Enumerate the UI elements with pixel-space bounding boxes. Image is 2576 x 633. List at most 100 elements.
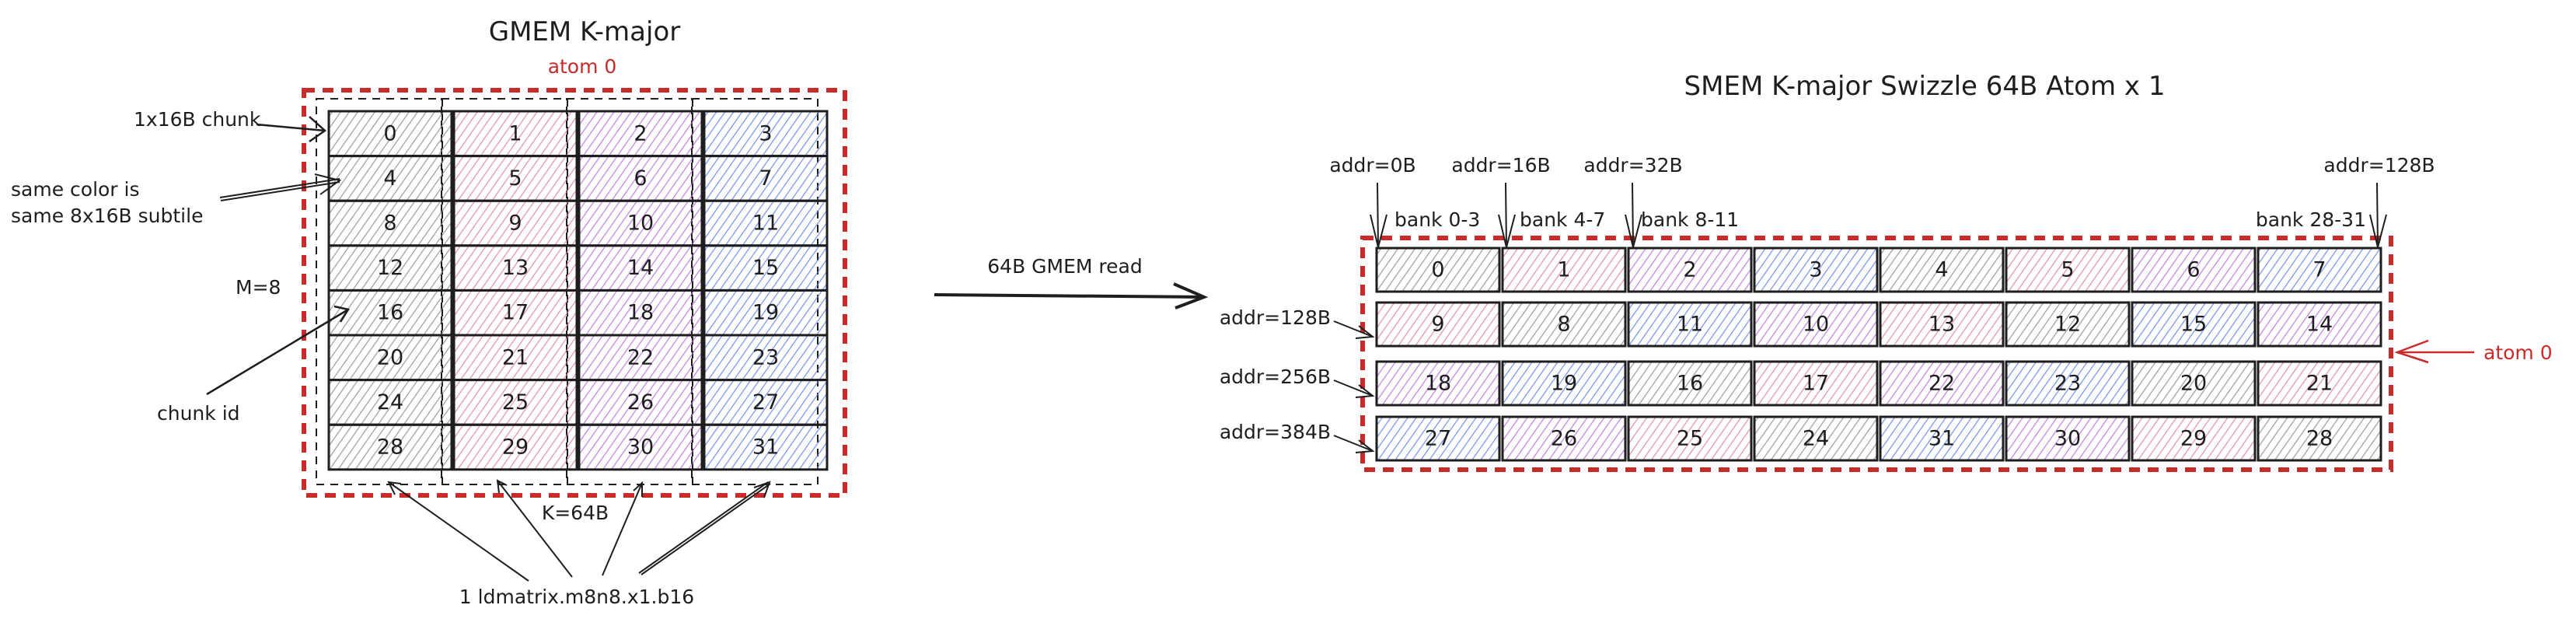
chunk-cell-blue-fill bbox=[2005, 360, 2131, 407]
chunk-id-label: 29 bbox=[502, 435, 529, 460]
chunk-cell-gray-fill bbox=[1879, 247, 2005, 293]
chunk-id-label: 10 bbox=[627, 212, 654, 236]
chunk-id-label: 25 bbox=[1677, 427, 1703, 451]
chunk-cell: 19 bbox=[703, 289, 829, 337]
chunk-id-label: 23 bbox=[2054, 372, 2081, 396]
chunk-id-label: 3 bbox=[1809, 258, 1822, 282]
chunk-cell-gray-fill bbox=[1501, 301, 1627, 348]
chunk-cell: 13 bbox=[1879, 301, 2005, 348]
chunk-id-label: 19 bbox=[752, 301, 779, 325]
chunk-cell: 15 bbox=[2131, 301, 2257, 348]
down-arrow-icon bbox=[1370, 182, 1387, 248]
chunk-cell: 6 bbox=[578, 155, 703, 202]
chunk-id-label: 23 bbox=[752, 345, 779, 369]
chunk-id-label: 14 bbox=[627, 256, 654, 280]
chunk-cell-gray-fill bbox=[2005, 301, 2131, 348]
chunk-cell: 13 bbox=[452, 244, 578, 292]
chunk-cell: 11 bbox=[1627, 301, 1753, 348]
chunk-cell-gray-fill bbox=[1375, 247, 1501, 293]
chunk-cell-blue-fill bbox=[703, 423, 829, 471]
chunk-id-label: 8 bbox=[383, 212, 396, 236]
chunk-id-label: 30 bbox=[627, 435, 654, 460]
chunk-cell-gray-fill bbox=[327, 199, 453, 247]
chunk-cell-pink-fill bbox=[2005, 247, 2131, 293]
chunk-cell: 25 bbox=[1627, 415, 1753, 462]
bank-label: bank 8-11 bbox=[1641, 208, 1739, 231]
chunk-id-label: 26 bbox=[1551, 427, 1577, 451]
chunk-id-label: 26 bbox=[627, 390, 654, 414]
chunk-cell-purple-fill bbox=[578, 199, 703, 247]
chunk-id-label: 19 bbox=[1551, 372, 1577, 396]
chunk-id-label: 31 bbox=[1929, 427, 1955, 451]
chunk-cell-pink-fill bbox=[1501, 247, 1627, 293]
chunk-cell-pink-fill bbox=[452, 199, 578, 247]
chunk-cell: 21 bbox=[452, 334, 578, 382]
chunk-id-label: 24 bbox=[377, 390, 403, 414]
chunk-cell-purple-fill bbox=[1879, 360, 2005, 407]
chunk-id-label: 13 bbox=[1929, 313, 1955, 337]
chunk-id-label: 12 bbox=[2054, 313, 2081, 337]
chunk-cell-gray-fill bbox=[2257, 415, 2382, 462]
chunk-cell-purple-fill bbox=[578, 110, 703, 158]
chunk-cell: 26 bbox=[578, 379, 703, 426]
chunk-cell: 9 bbox=[452, 199, 578, 247]
chunk-id-label: 4 bbox=[383, 166, 396, 191]
chunk-cell: 12 bbox=[2005, 301, 2131, 348]
chunk-id-label: 15 bbox=[2180, 313, 2207, 337]
chunk-cell: 19 bbox=[1501, 360, 1627, 407]
chunk-cell: 30 bbox=[2005, 415, 2131, 462]
chunk-cell: 3 bbox=[1753, 247, 1879, 293]
chunk-id-label: 12 bbox=[377, 256, 403, 280]
transfer-label: 64B GMEM read bbox=[987, 255, 1142, 278]
chunk-id-label: 10 bbox=[1803, 313, 1829, 337]
chunk-id-label: 0 bbox=[1431, 258, 1444, 282]
chunk-cell-pink-fill bbox=[1753, 360, 1879, 407]
chunk-cell: 10 bbox=[1753, 301, 1879, 348]
chunk-cell-purple-fill bbox=[1501, 415, 1627, 462]
chunk-cell: 5 bbox=[2005, 247, 2131, 293]
chunk-cell-gray-fill bbox=[327, 110, 453, 158]
chunk-id-label: 21 bbox=[2306, 372, 2333, 396]
chunk-cell-purple-fill bbox=[2005, 415, 2131, 462]
chunk-cell-gray-fill bbox=[2131, 360, 2257, 407]
chunk-cell-gray-fill bbox=[327, 334, 453, 382]
chunk-id-label: 18 bbox=[1425, 372, 1451, 396]
chunk-id-label: 18 bbox=[627, 301, 654, 325]
ldmatrix-label: 1 ldmatrix.m8n8.x1.b16 bbox=[459, 586, 694, 608]
gmem-atom-label: atom 0 bbox=[548, 55, 617, 78]
chunk-id-label: 27 bbox=[1425, 427, 1451, 451]
chunk-cell: 1 bbox=[1501, 247, 1627, 293]
chunk-cell: 2 bbox=[1627, 247, 1753, 293]
chunk-cell: 28 bbox=[2257, 415, 2382, 462]
chunk-cell-blue-fill bbox=[1627, 301, 1753, 348]
chunk-id-label: 16 bbox=[1677, 372, 1703, 396]
chunk-id-label: 22 bbox=[627, 345, 654, 369]
chunk-cell-pink-fill bbox=[1627, 415, 1753, 462]
chunk-cell-purple-fill bbox=[2257, 301, 2382, 348]
chunk-cell: 17 bbox=[1753, 360, 1879, 407]
chunk-cell-purple-fill bbox=[578, 423, 703, 471]
chunk-cell: 2 bbox=[578, 110, 703, 158]
chunk-cell: 17 bbox=[452, 289, 578, 337]
chunk-cell: 11 bbox=[703, 199, 829, 247]
chunk-cell: 3 bbox=[703, 110, 829, 158]
chunk-cell-purple-fill bbox=[578, 155, 703, 202]
smem-atom-arrow-icon bbox=[2394, 339, 2474, 364]
bank-label: bank 4-7 bbox=[1520, 208, 1605, 231]
chunk-cell-blue-fill bbox=[1501, 360, 1627, 407]
chunk-cell: 31 bbox=[1879, 415, 2005, 462]
chunk-cell-blue-fill bbox=[1879, 415, 2005, 462]
chunk-id-label: 6 bbox=[634, 166, 647, 191]
chunk-cell-gray-fill bbox=[327, 155, 453, 202]
chunk-cell: 14 bbox=[2257, 301, 2382, 348]
chunk-cell: 4 bbox=[327, 155, 453, 202]
top-address-label: addr=16B bbox=[1451, 154, 1550, 177]
chunk-cell-gray-fill bbox=[327, 289, 453, 337]
chunk-cell: 29 bbox=[2131, 415, 2257, 462]
